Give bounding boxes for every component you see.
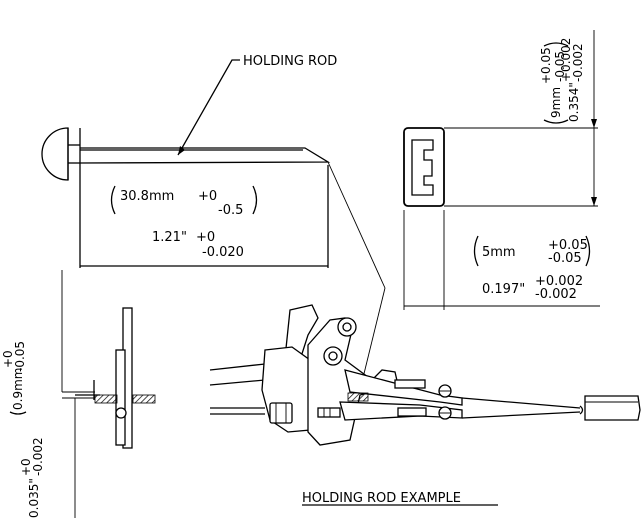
rod-length-in: 1.21": [152, 230, 187, 245]
end-view-slot: [411, 139, 434, 196]
width-in-lower: -0.002: [535, 287, 577, 302]
width-dimension: 5mm +0.05 -0.05 0.197" +0.002 -0.002: [473, 235, 591, 302]
leader-arrowhead: [178, 146, 185, 155]
rod-length-mm-upper: +0: [198, 189, 217, 204]
width-in: 0.197": [482, 282, 525, 297]
pin-pivot: [115, 407, 127, 419]
test-clip-drawing: [209, 304, 641, 446]
width-mm-upper: +0.05: [548, 238, 588, 253]
width-mm-lower: -0.05: [548, 251, 582, 266]
rod-shaft: [79, 147, 331, 164]
spring-housing: [269, 402, 293, 424]
rod-length-mm: 30.8mm: [120, 189, 174, 204]
latch-block: [317, 407, 341, 418]
width-in-upper: +0.002: [535, 274, 583, 289]
example-caption: HOLDING ROD EXAMPLE: [302, 491, 461, 506]
pin-side-view: [61, 270, 156, 518]
rod-length-in-lower: -0.020: [202, 245, 244, 260]
height-in-lower: -0.002: [571, 43, 585, 82]
pin-left-hatch: [94, 394, 118, 404]
jaw-insert-top: [394, 379, 426, 389]
dia-mm: 0.9mm: [11, 368, 25, 410]
height-in-upper: +0.002: [559, 38, 573, 82]
end-view-body: [403, 127, 445, 207]
holding-rod-drawing: [41, 59, 386, 391]
paren-left: [110, 185, 116, 215]
rod-length-dimension: 30.8mm +0 -0.5 1.21" +0 -0.020: [110, 185, 258, 260]
dia-mm-lower: -0.05: [13, 341, 27, 372]
dia-in: 0.035": [27, 478, 41, 518]
height-mm: 9mm: [549, 87, 563, 118]
dia-mm-upper: +0: [1, 350, 15, 368]
rod-end-view: [403, 30, 600, 310]
paren-right: [252, 185, 258, 215]
rod-length-in-upper: +0: [196, 230, 215, 245]
dia-in-upper: +0: [19, 458, 33, 476]
cable-connector: [584, 395, 641, 421]
height-dimension: 9mm +0.05 -0.05 0.354" +0.002 -0.002: [539, 38, 585, 124]
height-mm-upper: +0.05: [539, 47, 553, 84]
holding-rod-label: HOLDING ROD: [243, 54, 337, 69]
jaw-insert-bottom: [397, 407, 427, 417]
holding-rod-leader: [177, 59, 240, 156]
pin-right-hatch: [132, 394, 156, 404]
upper-pivot: [337, 317, 357, 337]
rod-length-mm-lower: -0.5: [218, 203, 243, 218]
rod-head: [41, 127, 69, 181]
middle-pivot: [323, 346, 343, 366]
jaw-grip-hatch: [347, 392, 369, 402]
height-mm-lower: -0.05: [553, 51, 567, 82]
dia-in-lower: -0.002: [31, 437, 45, 476]
diameter-dimension: 0.9mm +0 -0.05 0.035" +0 -0.002: [1, 341, 45, 518]
height-in: 0.354": [567, 82, 581, 122]
width-mm: 5mm: [482, 245, 516, 260]
